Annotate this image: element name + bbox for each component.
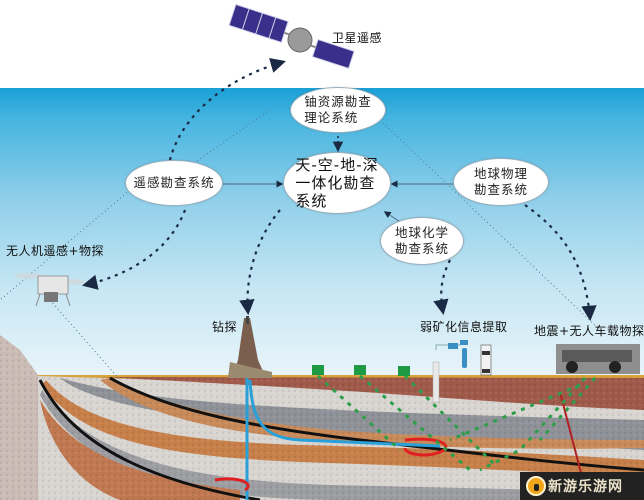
label-drilling: 钻探 bbox=[212, 320, 238, 334]
seismic-rays bbox=[316, 374, 597, 472]
arrow-remote-to-satellite bbox=[168, 57, 286, 161]
watermark-text: 新游乐游网 bbox=[548, 479, 623, 495]
drill-rig-icon bbox=[228, 316, 272, 378]
seismic-truck-icon bbox=[556, 344, 640, 374]
arrow-geophys-to-seismic bbox=[524, 204, 597, 322]
satellite-icon bbox=[228, 3, 355, 70]
arrow-remote-to-drone bbox=[81, 209, 187, 290]
node-geochemistry-label: 地球化学 勘查系统 bbox=[394, 225, 449, 256]
ore-body-highlight bbox=[403, 437, 448, 457]
node-remote-sensing-label: 遥感勘查系统 bbox=[133, 175, 215, 190]
drone-icon bbox=[14, 273, 84, 307]
label-satellite: 卫星遥感 bbox=[332, 31, 383, 45]
directional-drill-hole bbox=[248, 379, 441, 448]
sensor-box-icon bbox=[398, 366, 410, 376]
arrow-geochem-to-weakmineral bbox=[433, 259, 451, 316]
label-weak-mineral: 弱矿化信息提取 bbox=[420, 320, 508, 334]
lab-equipment-icon bbox=[432, 340, 492, 403]
watermark: 新游乐游网 bbox=[520, 472, 644, 500]
node-integrated-system-label: 天-空-地-深 一体化勘查 系统 bbox=[295, 156, 379, 210]
arrow-center-to-drill bbox=[239, 209, 281, 316]
watermark-logo-icon bbox=[526, 476, 546, 496]
node-geophysics-label: 地球物理 勘查系统 bbox=[473, 166, 528, 197]
node-remote-sensing: 遥感勘查系统 bbox=[125, 160, 223, 206]
label-drone: 无人机遥感+物探 bbox=[6, 244, 105, 258]
label-seismic-vehicle: 地震+无人车载物探 bbox=[534, 324, 644, 338]
node-geochemistry: 地球化学 勘查系统 bbox=[380, 217, 464, 265]
sensor-box-icon bbox=[312, 365, 324, 375]
node-geophysics: 地球物理 勘查系统 bbox=[453, 158, 549, 206]
node-integrated-system: 天-空-地-深 一体化勘查 系统 bbox=[283, 152, 391, 214]
sky-blue-background bbox=[0, 88, 644, 380]
node-uranium-theory-label: 铀资源勘查 理论系统 bbox=[304, 94, 372, 125]
node-uranium-theory: 铀资源勘查 理论系统 bbox=[290, 87, 386, 133]
sensor-box-icon bbox=[354, 365, 366, 375]
